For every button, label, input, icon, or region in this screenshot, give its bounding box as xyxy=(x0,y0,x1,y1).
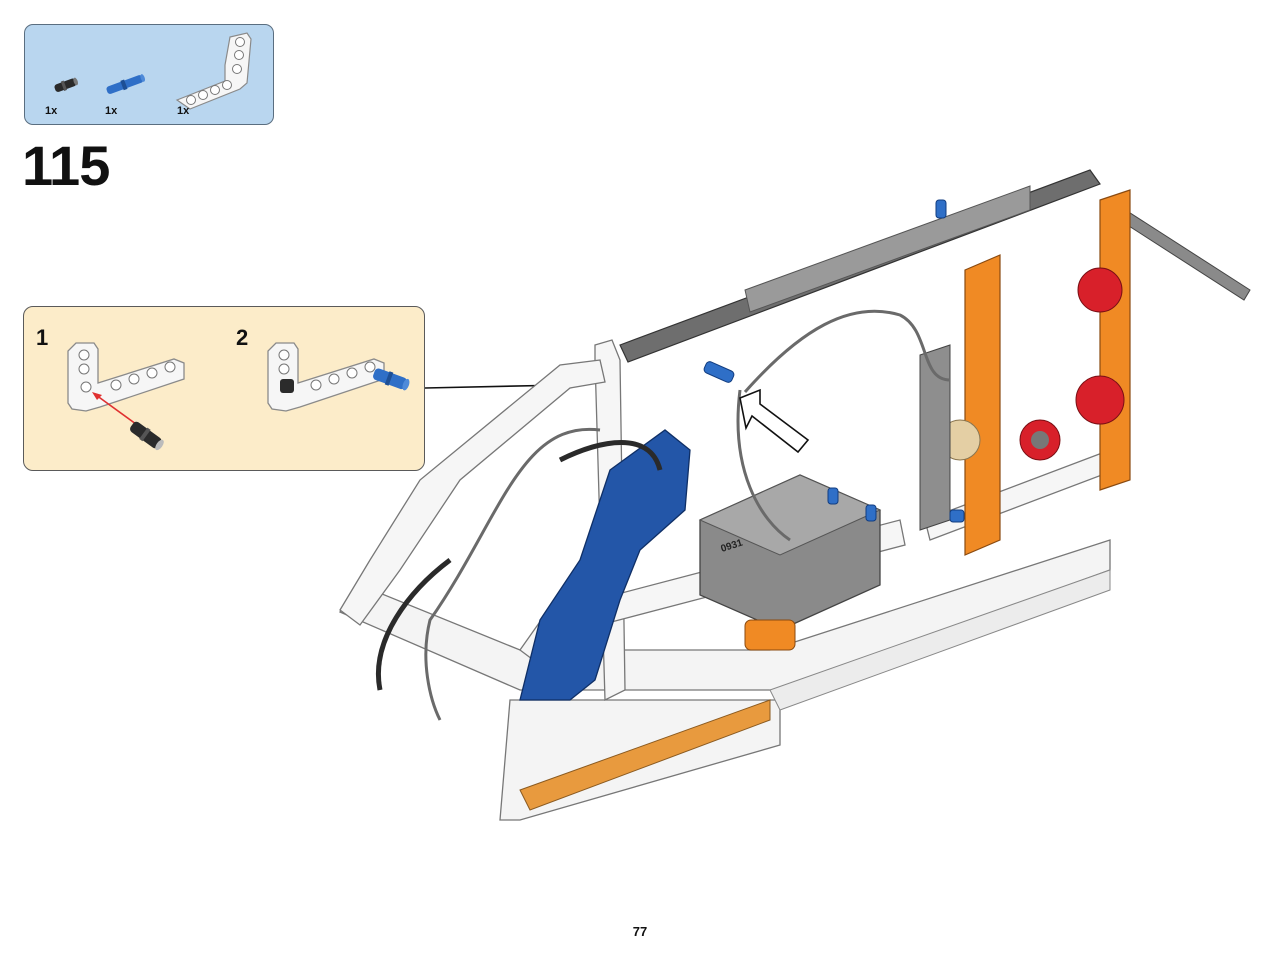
callout-l-beam-assembled-icon xyxy=(267,342,410,412)
highlight-arrow xyxy=(739,388,810,454)
insert-arrow-icon xyxy=(92,392,141,428)
part-qty: 1x xyxy=(105,105,118,117)
black-cable xyxy=(376,440,663,691)
parts-list-box: 1x 1x 1x xyxy=(24,24,274,125)
cables xyxy=(424,309,951,721)
white-l-beam-icon xyxy=(175,32,252,110)
blue-seat xyxy=(519,429,691,701)
page-number: 77 xyxy=(632,924,648,939)
callout-black-pin-icon xyxy=(130,421,164,451)
substep-callout: 1 2 xyxy=(23,306,425,471)
callout-illustration xyxy=(67,342,410,451)
substep-number: 1 xyxy=(36,325,49,350)
blue-pins xyxy=(703,199,965,523)
parts-list-illustration xyxy=(54,32,252,110)
step-number: 115 xyxy=(22,134,110,197)
part-qty: 1x xyxy=(177,105,190,117)
substep-number: 2 xyxy=(236,325,249,350)
top-beam xyxy=(619,169,1251,363)
part-qty: 1x xyxy=(45,105,58,117)
blue-axle-pin-icon xyxy=(106,74,146,94)
gearbox xyxy=(919,189,1131,556)
black-connector-pin-icon xyxy=(54,77,78,92)
